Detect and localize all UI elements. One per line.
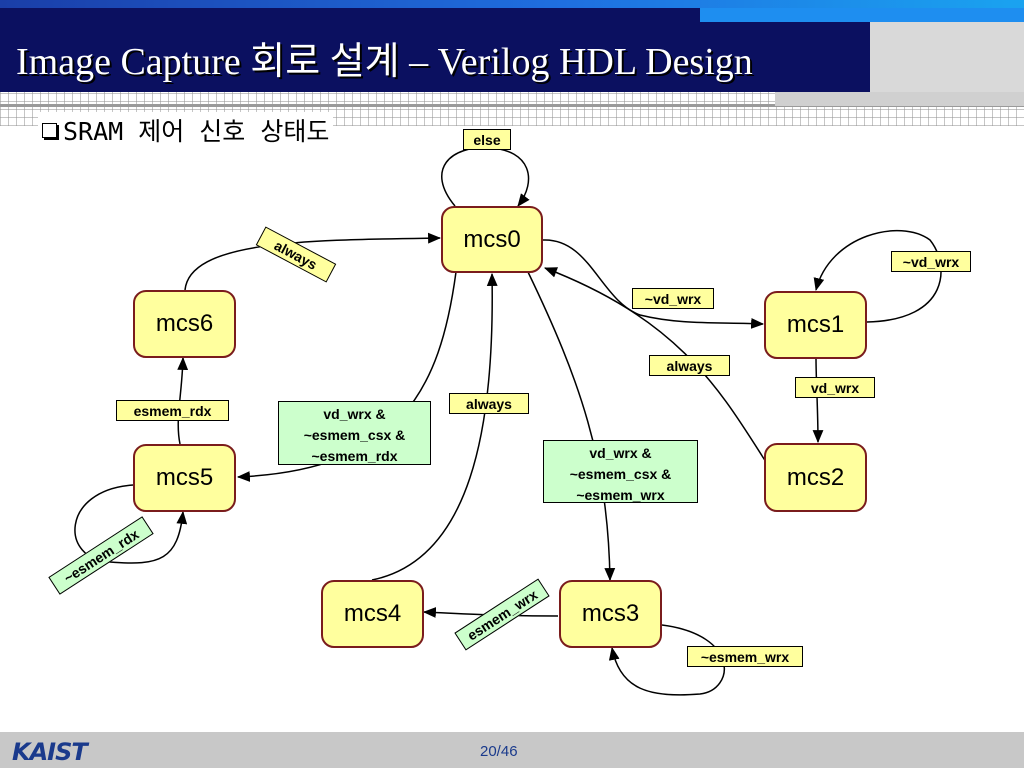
page-number: 20/46 bbox=[480, 743, 518, 760]
state-mcs4: mcs4 bbox=[321, 580, 424, 648]
checkbox-bullet-icon bbox=[42, 123, 57, 138]
label-mcs0-to-mcs5-line: ~esmem_csx & bbox=[303, 427, 406, 443]
label-mcs0-to-mcs3-line: ~esmem_csx & bbox=[569, 466, 672, 482]
slide-title: Image Capture 회로 설계 – Verilog HDL Design bbox=[16, 41, 753, 83]
edge-mcs0-to-mcs1 bbox=[542, 239, 765, 329]
band-gray-block bbox=[775, 92, 1024, 106]
header-accent-stripe bbox=[0, 0, 1024, 8]
kaist-logo: KAIST bbox=[12, 738, 88, 766]
label-mcs0-to-mcs3-line: vd_wrx & bbox=[589, 445, 652, 461]
state-mcs6: mcs6 bbox=[133, 290, 236, 358]
edge-mcs1-to-mcs2 bbox=[812, 357, 824, 444]
grid-band-line bbox=[0, 104, 1024, 107]
label-mcs3-self: ~esmem_wrx bbox=[687, 646, 803, 667]
label-mcs0-to-mcs5-line: ~esmem_rdx bbox=[311, 448, 398, 464]
subtitle-text: SRAM 제어 신호 상태도 bbox=[63, 117, 330, 146]
label-mcs0-to-mcs1: ~vd_wrx bbox=[632, 288, 714, 309]
label-mcs0-to-mcs5-line: vd_wrx & bbox=[323, 406, 386, 422]
label-mcs2-to-mcs0: always bbox=[649, 355, 730, 376]
label-mcs0-self: else bbox=[463, 129, 511, 150]
label-mcs1-to-mcs2: vd_wrx bbox=[795, 377, 875, 398]
label-mcs0-to-mcs3: vd_wrx & ~esmem_csx & ~esmem_wrx bbox=[543, 440, 698, 503]
footer-bar bbox=[0, 732, 1024, 768]
state-mcs5: mcs5 bbox=[133, 444, 236, 512]
state-mcs0: mcs0 bbox=[441, 206, 543, 273]
header-gray-block bbox=[870, 22, 1024, 92]
state-mcs2: mcs2 bbox=[764, 443, 867, 512]
label-mcs0-to-mcs3-line: ~esmem_wrx bbox=[576, 487, 665, 503]
label-mcs1-self: ~vd_wrx bbox=[891, 251, 971, 272]
header-accent-block bbox=[700, 8, 1024, 22]
edge-mcs3-self bbox=[608, 624, 726, 696]
label-mcs5-to-mcs6: esmem_rdx bbox=[116, 400, 229, 421]
edge-mcs1-self bbox=[813, 229, 942, 323]
state-mcs3: mcs3 bbox=[559, 580, 662, 648]
label-mcs4-to-mcs0: always bbox=[449, 393, 529, 414]
edge-mcs0-self bbox=[441, 147, 530, 207]
label-mcs0-to-mcs5: vd_wrx & ~esmem_csx & ~esmem_rdx bbox=[278, 401, 431, 465]
edge-mcs4-to-mcs0 bbox=[371, 272, 498, 581]
edge-mcs0-to-mcs3 bbox=[527, 271, 616, 582]
slide-subtitle: SRAM 제어 신호 상태도 bbox=[38, 112, 334, 148]
state-mcs1: mcs1 bbox=[764, 291, 867, 359]
